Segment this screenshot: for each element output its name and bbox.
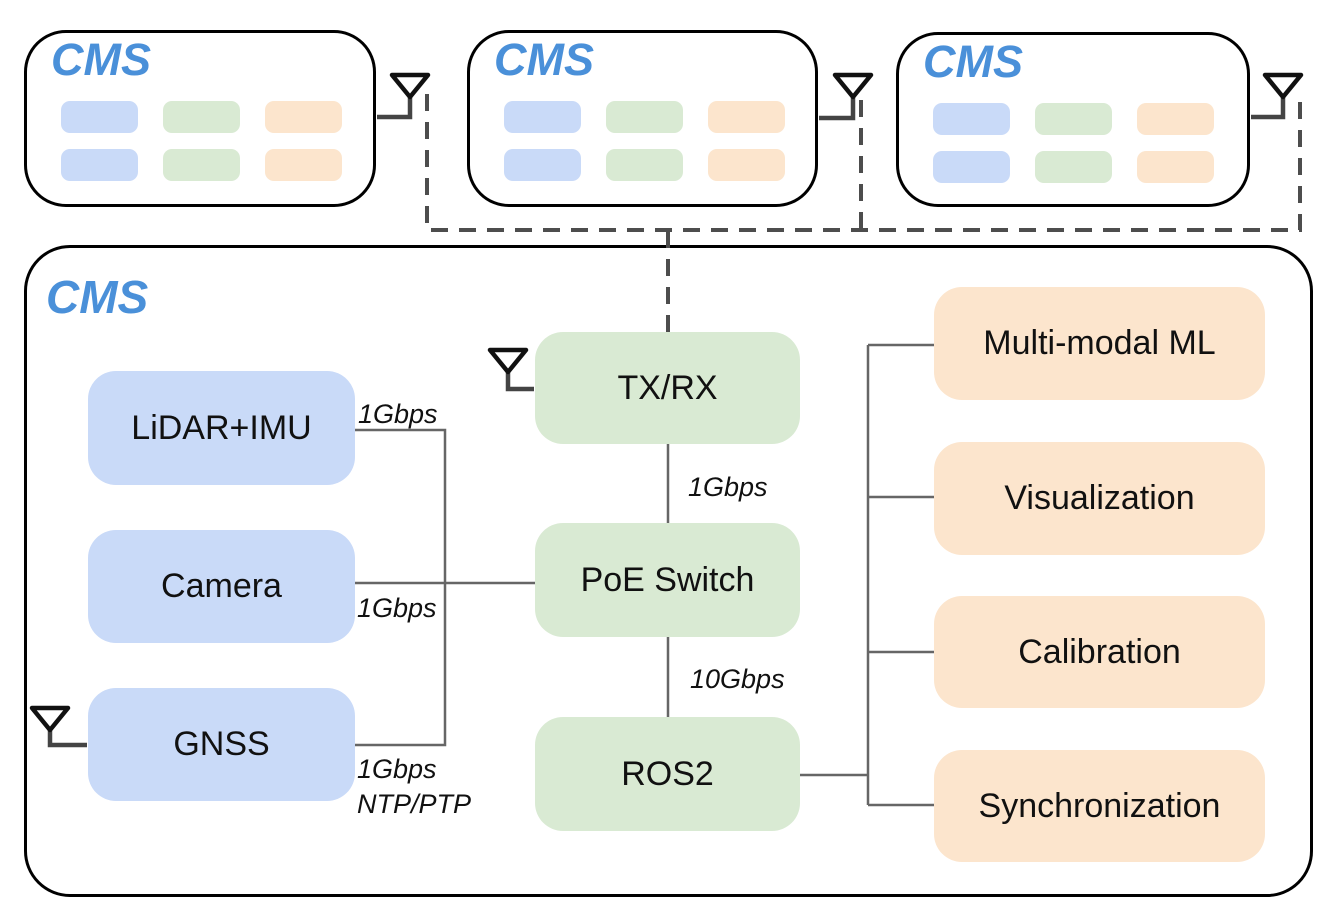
antenna-icon [487, 347, 534, 392]
network-chip [606, 149, 683, 181]
network-chip [163, 149, 240, 181]
remote-cms-unit-1: CMS [24, 30, 376, 207]
module-chips [504, 101, 785, 181]
antenna-icon [377, 72, 431, 120]
antenna-icon [819, 72, 874, 121]
module-chips [61, 101, 342, 181]
gnss-link-label-line2: NTP/PTP [357, 789, 472, 820]
network-chip [1035, 103, 1112, 135]
sensor-chip [933, 103, 1010, 135]
txrx-poe-link-label: 1Gbps [688, 472, 768, 502]
cms-title: CMS [923, 36, 1023, 87]
sensor-chip [504, 149, 581, 181]
node-camera: Camera [88, 530, 355, 643]
remote-cms-unit-2: CMS [467, 30, 818, 207]
node-gnss: GNSS [88, 688, 355, 801]
sensor-chip [61, 101, 138, 133]
software-chip [708, 101, 785, 133]
node-synchronization: Synchronization [934, 750, 1265, 862]
node-visualization: Visualization [934, 442, 1265, 555]
software-chip [265, 149, 342, 181]
node-ros2: ROS2 [535, 717, 800, 831]
cms-title: CMS [494, 34, 594, 85]
software-chip [265, 101, 342, 133]
software-chip [1137, 103, 1214, 135]
sensor-bus-wire [355, 428, 447, 747]
network-chip [163, 101, 240, 133]
sensor-chip [504, 101, 581, 133]
network-chip [606, 101, 683, 133]
node-calibration: Calibration [934, 596, 1265, 708]
wireless-link-dashed [425, 94, 1302, 232]
gnss-link-label-line1: 1Gbps [357, 754, 437, 784]
sensor-chip [933, 151, 1010, 183]
node-poe-switch: PoE Switch [535, 523, 800, 637]
network-chip [1035, 151, 1112, 183]
node-lidar-imu: LiDAR+IMU [88, 371, 355, 485]
cms-title: CMS [51, 34, 151, 85]
antenna-icon [1251, 72, 1304, 120]
module-chips [933, 103, 1214, 183]
node-multi-modal-ml: Multi-modal ML [934, 287, 1265, 400]
software-chip [708, 149, 785, 181]
node-tx-rx: TX/RX [535, 332, 800, 444]
cms-title: CMS [46, 271, 149, 323]
antenna-icon [29, 705, 87, 748]
gnss-link-label: 1Gbps NTP/PTP [357, 752, 471, 822]
sensor-chip [61, 149, 138, 181]
software-chip [1137, 151, 1214, 183]
lidar-link-label: 1Gbps [358, 399, 438, 429]
remote-cms-unit-3: CMS [896, 32, 1250, 207]
camera-link-label: 1Gbps [357, 593, 437, 623]
poe-ros2-link-label: 10Gbps [690, 664, 785, 694]
